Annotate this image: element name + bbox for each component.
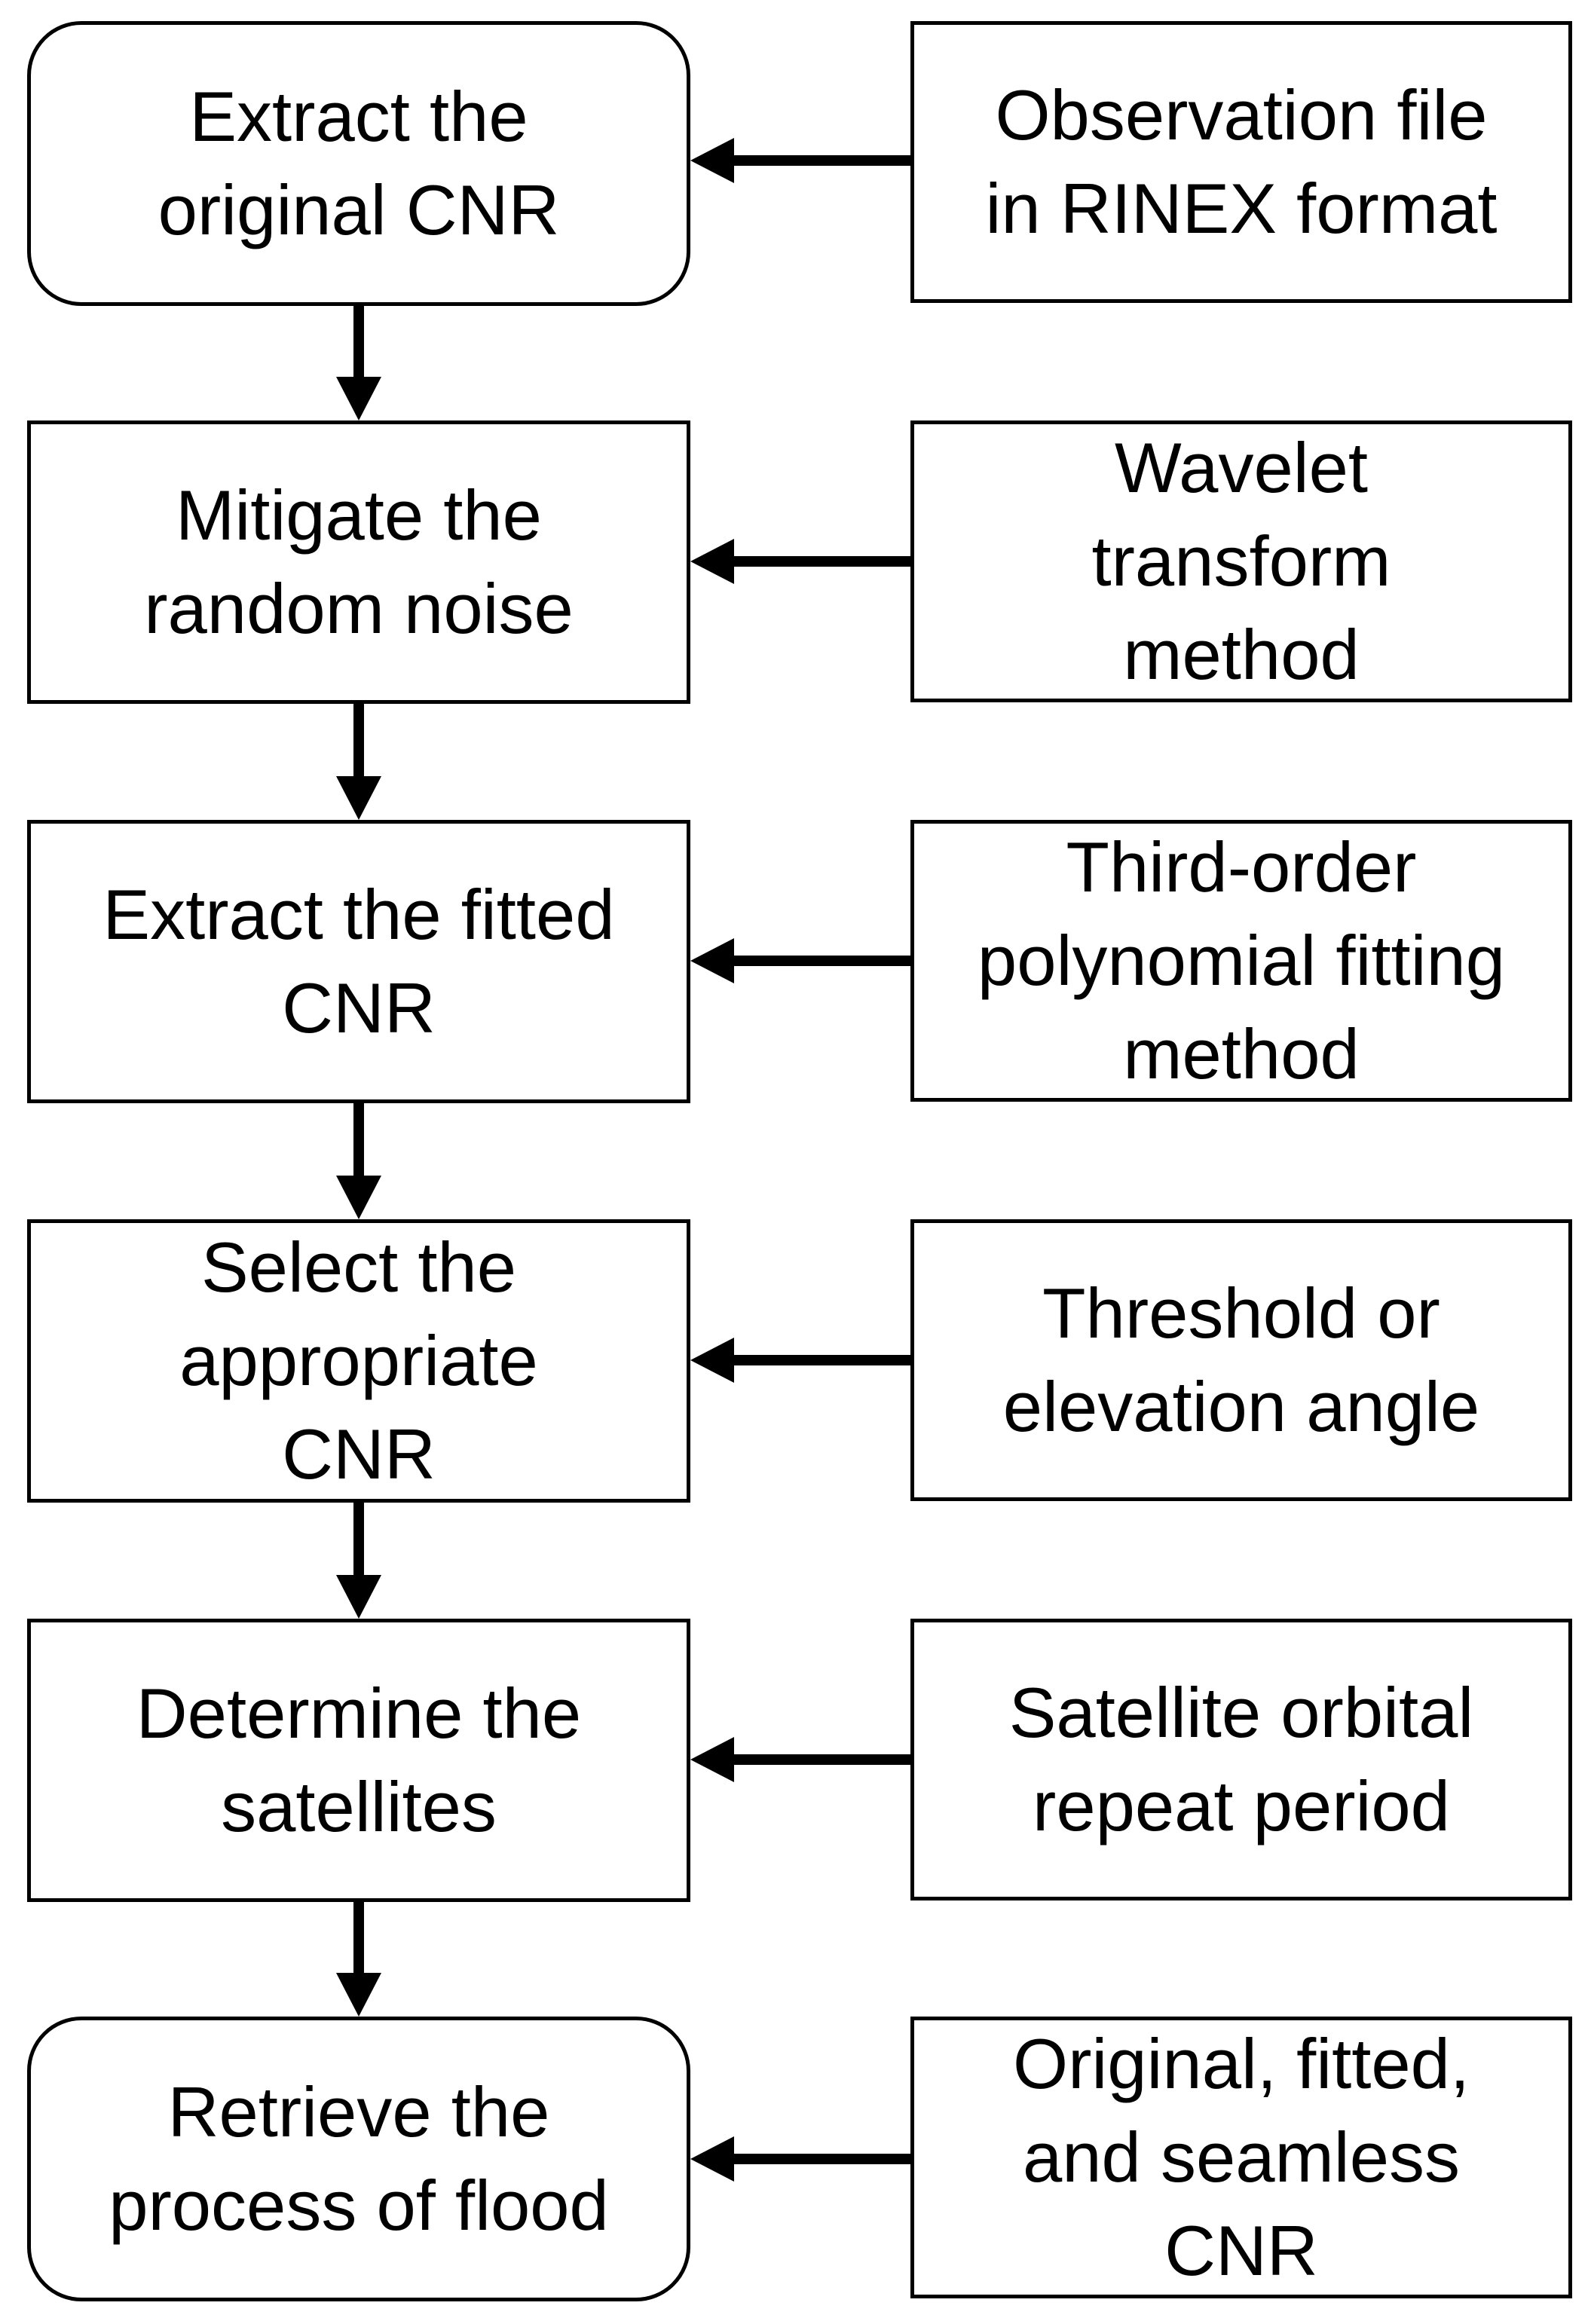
input-observation-file: Observation file in RINEX format: [910, 21, 1572, 303]
arrow-left-input-6: [690, 2136, 910, 2182]
input-wavelet-transform: Wavelet transform method: [910, 420, 1572, 702]
step-extract-fitted-cnr: Extract the fitted CNR: [27, 820, 690, 1103]
input-orbital-repeat-period: Satellite orbital repeat period: [910, 1619, 1572, 1900]
arrow-down-1-2: [336, 306, 381, 420]
input-original-fitted-seamless-cnr: Original, fitted, and seamless CNR: [910, 2017, 1572, 2298]
input-label: Wavelet transform method: [1091, 428, 1391, 694]
arrow-down-2-3: [336, 704, 381, 820]
step-determine-satellites: Determine the satellites: [27, 1619, 690, 1902]
step-retrieve-flood-process: Retrieve the process of flood: [27, 2017, 690, 2301]
step-extract-original-cnr: Extract the original CNR: [27, 21, 690, 306]
input-label: Threshold or elevation angle: [1002, 1274, 1480, 1446]
input-polynomial-fitting: Third-order polynomial fitting method: [910, 820, 1572, 1102]
arrow-left-input-1: [690, 138, 910, 183]
step-label: Mitigate the random noise: [144, 476, 574, 648]
arrow-left-input-5: [690, 1737, 910, 1782]
arrow-left-input-4: [690, 1338, 910, 1383]
input-label: Satellite orbital repeat period: [1008, 1673, 1474, 1845]
step-mitigate-random-noise: Mitigate the random noise: [27, 420, 690, 704]
input-label: Observation file in RINEX format: [985, 75, 1498, 248]
arrow-left-input-2: [690, 539, 910, 584]
step-label: Extract the fitted CNR: [102, 875, 615, 1047]
arrow-down-5-6: [336, 1902, 381, 2017]
step-select-appropriate-cnr: Select the appropriate CNR: [27, 1219, 690, 1503]
input-threshold-elevation: Threshold or elevation angle: [910, 1219, 1572, 1501]
step-label: Extract the original CNR: [158, 77, 560, 249]
arrow-left-input-3: [690, 938, 910, 983]
input-label: Original, fitted, and seamless CNR: [1012, 2024, 1470, 2290]
arrow-down-3-4: [336, 1103, 381, 1219]
step-label: Select the appropriate CNR: [179, 1228, 538, 1494]
input-label: Third-order polynomial fitting method: [977, 827, 1506, 1093]
step-label: Determine the satellites: [136, 1674, 582, 1846]
step-label: Retrieve the process of flood: [109, 2072, 609, 2245]
arrow-down-4-5: [336, 1503, 381, 1619]
